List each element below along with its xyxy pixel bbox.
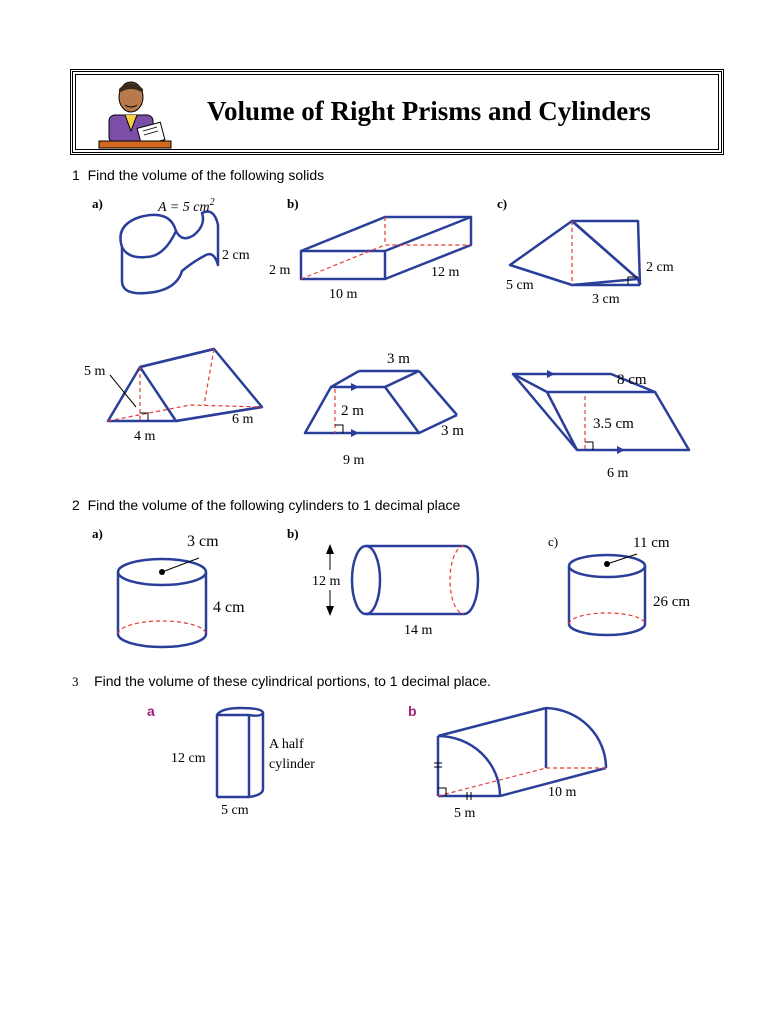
part-label: c) [548, 534, 559, 549]
part-label: b) [287, 196, 299, 211]
svg-text:A half: A half [269, 737, 304, 752]
figure-3a-half-cylinder: 12 cm A half cylinder 5 cm [171, 706, 315, 818]
svg-text:3 m: 3 m [441, 423, 464, 439]
svg-text:12 m: 12 m [431, 265, 460, 280]
question-1: 1 Find the volume of the following solid… [72, 167, 324, 183]
part-label: a [147, 703, 155, 719]
figure-2c-cylinder: 11 cm 26 cm [567, 535, 690, 637]
svg-text:A = 5 cm2: A = 5 cm2 [157, 197, 215, 215]
question-text: Find the volume of the following solids [87, 167, 325, 183]
svg-text:9 m: 9 m [343, 453, 365, 468]
question-2: 2 Find the volume of the following cylin… [72, 497, 460, 513]
svg-text:12 m: 12 m [312, 574, 341, 589]
svg-text:4 cm: 4 cm [213, 599, 245, 616]
svg-text:10 m: 10 m [548, 785, 577, 800]
part-label: a) [92, 196, 103, 211]
svg-text:4 m: 4 m [134, 429, 156, 444]
teacher-clipart-icon [98, 81, 172, 149]
svg-text:11 cm: 11 cm [633, 535, 670, 551]
figure-1e-prism: 3 m 2 m 3 m 9 m [303, 351, 464, 468]
svg-text:14 m: 14 m [404, 623, 433, 638]
figure-1d-prism: 5 m 6 m 4 m [84, 347, 264, 444]
page-title: Volume of Right Prisms and Cylinders [207, 96, 651, 126]
svg-text:5 cm: 5 cm [506, 278, 534, 293]
part-label: a) [92, 526, 103, 541]
svg-text:2 cm: 2 cm [646, 260, 674, 275]
question-text: Find the volume of these cylindrical por… [94, 673, 491, 689]
part-label: c) [497, 196, 508, 211]
svg-text:5 m: 5 m [454, 806, 476, 821]
figure-1f-prism: 8 cm 3.5 cm 6 m [511, 370, 691, 481]
part-label: b [408, 703, 417, 719]
svg-text:3 cm: 3 cm [592, 292, 620, 307]
figure-3b-quarter-cylinder: 10 m 5 m [434, 706, 608, 821]
figure-1a-prism: A = 5 cm2 2 cm [119, 197, 250, 295]
svg-text:3 m: 3 m [387, 351, 410, 367]
question-number: 3 [72, 674, 79, 689]
figure-1c-prism: 2 cm 5 cm 3 cm [506, 219, 674, 307]
svg-text:26 cm: 26 cm [653, 594, 690, 610]
svg-text:2 m: 2 m [341, 403, 364, 419]
svg-text:5 m: 5 m [84, 364, 106, 379]
svg-text:2 m: 2 m [269, 263, 291, 278]
svg-text:10 m: 10 m [329, 287, 358, 302]
question-number: 1 [72, 167, 80, 183]
title-box: Volume of Right Prisms and Cylinders [70, 69, 724, 155]
svg-text:3 cm: 3 cm [187, 533, 219, 550]
question-number: 2 [72, 497, 80, 513]
figure-2b-cylinder: 12 m 14 m [312, 544, 480, 638]
question-text: Find the volume of the following cylinde… [87, 497, 461, 513]
svg-text:3.5 cm: 3.5 cm [593, 416, 634, 432]
svg-text:6 m: 6 m [607, 466, 629, 481]
svg-text:2 cm: 2 cm [222, 248, 250, 263]
question-3: 3 Find the volume of these cylindrical p… [72, 673, 491, 690]
svg-text:5 cm: 5 cm [221, 803, 249, 818]
figure-2a-cylinder: 3 cm 4 cm [116, 533, 245, 649]
svg-text:6 m: 6 m [232, 412, 254, 427]
svg-text:12 cm: 12 cm [171, 751, 206, 766]
figure-1b-prism: 2 m 12 m 10 m [269, 215, 473, 302]
svg-text:8 cm: 8 cm [617, 372, 647, 388]
part-label: b) [287, 526, 299, 541]
svg-text:cylinder: cylinder [269, 757, 315, 772]
